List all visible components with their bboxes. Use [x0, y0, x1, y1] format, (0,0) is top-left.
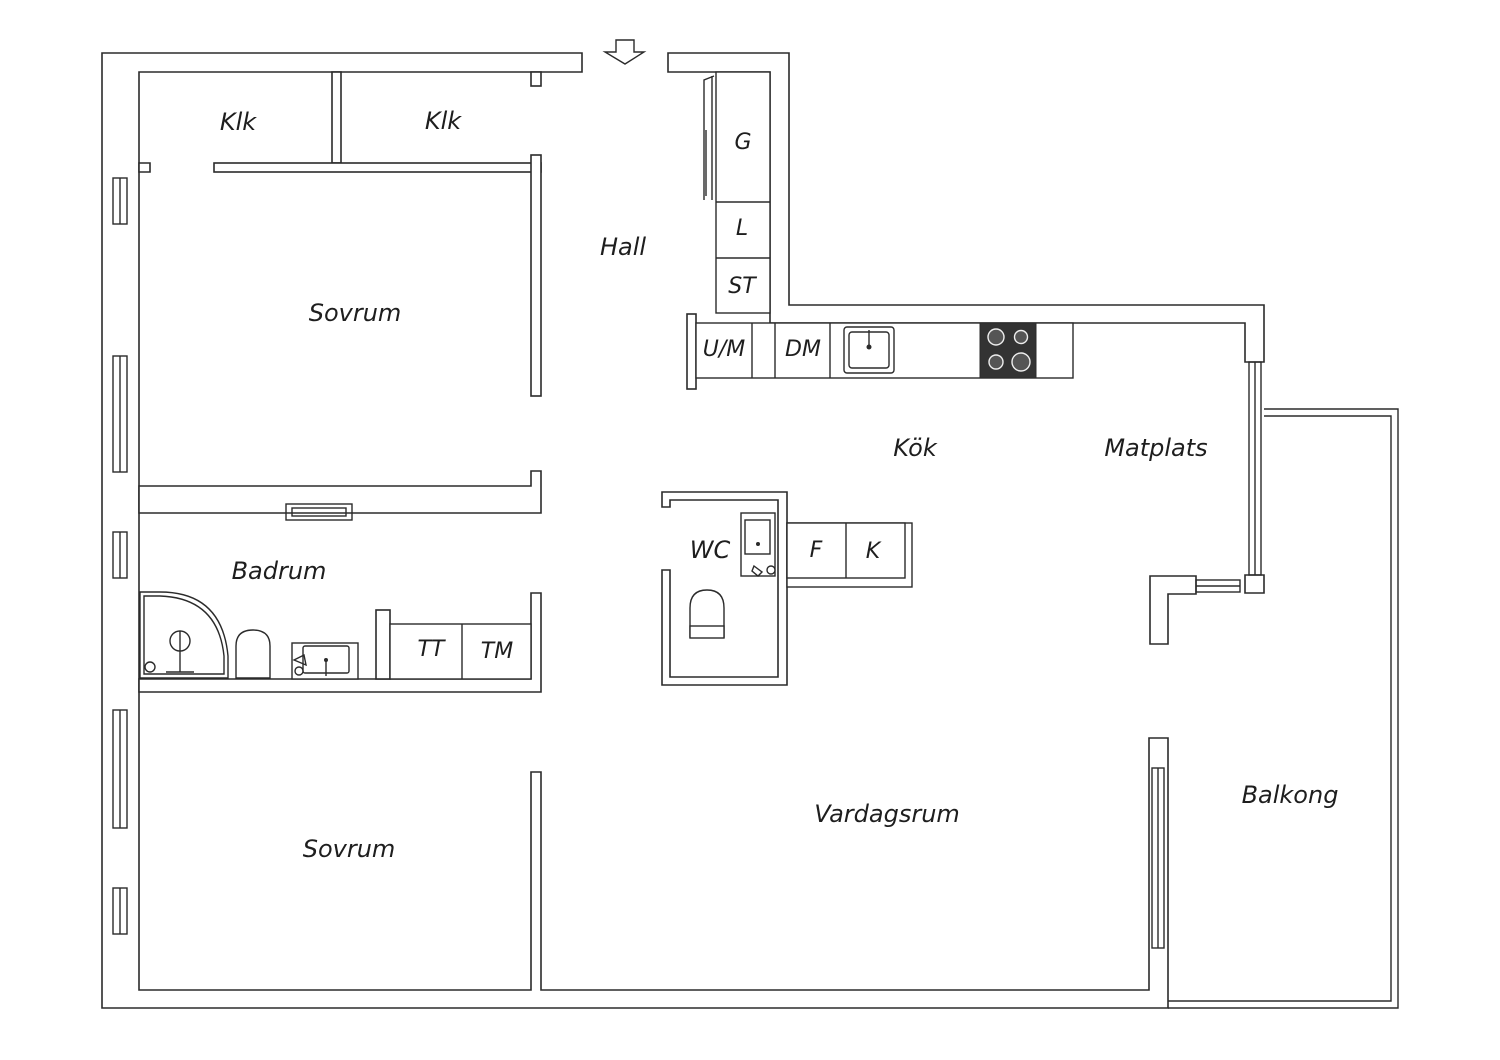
room-label-hall: Hall	[600, 233, 646, 261]
toilet-icon	[689, 589, 725, 639]
fixture-label-tt: TT	[418, 637, 446, 662]
interior-walls	[138, 71, 1197, 693]
room-label-kok: Kök	[893, 434, 938, 462]
room-labels: Klk Klk Hall Sovrum Badrum Sovrum Kök Ma…	[220, 107, 1339, 863]
room-label-badrum: Badrum	[232, 557, 327, 585]
balcony	[1168, 408, 1399, 1009]
room-label-balkong: Balkong	[1242, 781, 1339, 809]
wc-block	[661, 491, 913, 686]
room-label-klk-1: Klk	[220, 108, 257, 136]
fixture-labels: G L ST U/M DM F K TT TM	[418, 130, 882, 664]
fixture-label-um: U/M	[703, 337, 746, 362]
badrum-fixtures	[139, 591, 532, 680]
fixture-label-f: F	[810, 538, 823, 563]
kitchen-counter	[695, 322, 1074, 379]
fixture-label-st: ST	[728, 274, 757, 299]
fixture-label-tm: TM	[481, 639, 513, 664]
room-label-sovrum-top: Sovrum	[309, 299, 402, 327]
room-label-klk-2: Klk	[425, 107, 462, 135]
washbasin-icon	[291, 642, 359, 680]
fixture-label-l: L	[736, 216, 748, 241]
room-label-sovrum-bottom: Sovrum	[303, 835, 396, 863]
windows	[112, 177, 1262, 949]
fixture-label-g: G	[734, 130, 751, 155]
hall-wardrobes	[703, 71, 771, 314]
room-label-wc: WC	[690, 536, 731, 564]
stove-icon	[979, 322, 1037, 379]
entrance-arrow-icon	[602, 39, 647, 65]
outer-walls	[101, 52, 1265, 1009]
shower-icon	[139, 591, 229, 679]
room-label-matplats: Matplats	[1104, 434, 1207, 462]
room-label-vardagsrum: Vardagsrum	[814, 800, 960, 828]
fixture-label-dm: DM	[785, 337, 821, 362]
toilet-icon	[235, 629, 271, 679]
sink-icon	[843, 326, 895, 374]
fixture-label-k: K	[866, 539, 882, 564]
